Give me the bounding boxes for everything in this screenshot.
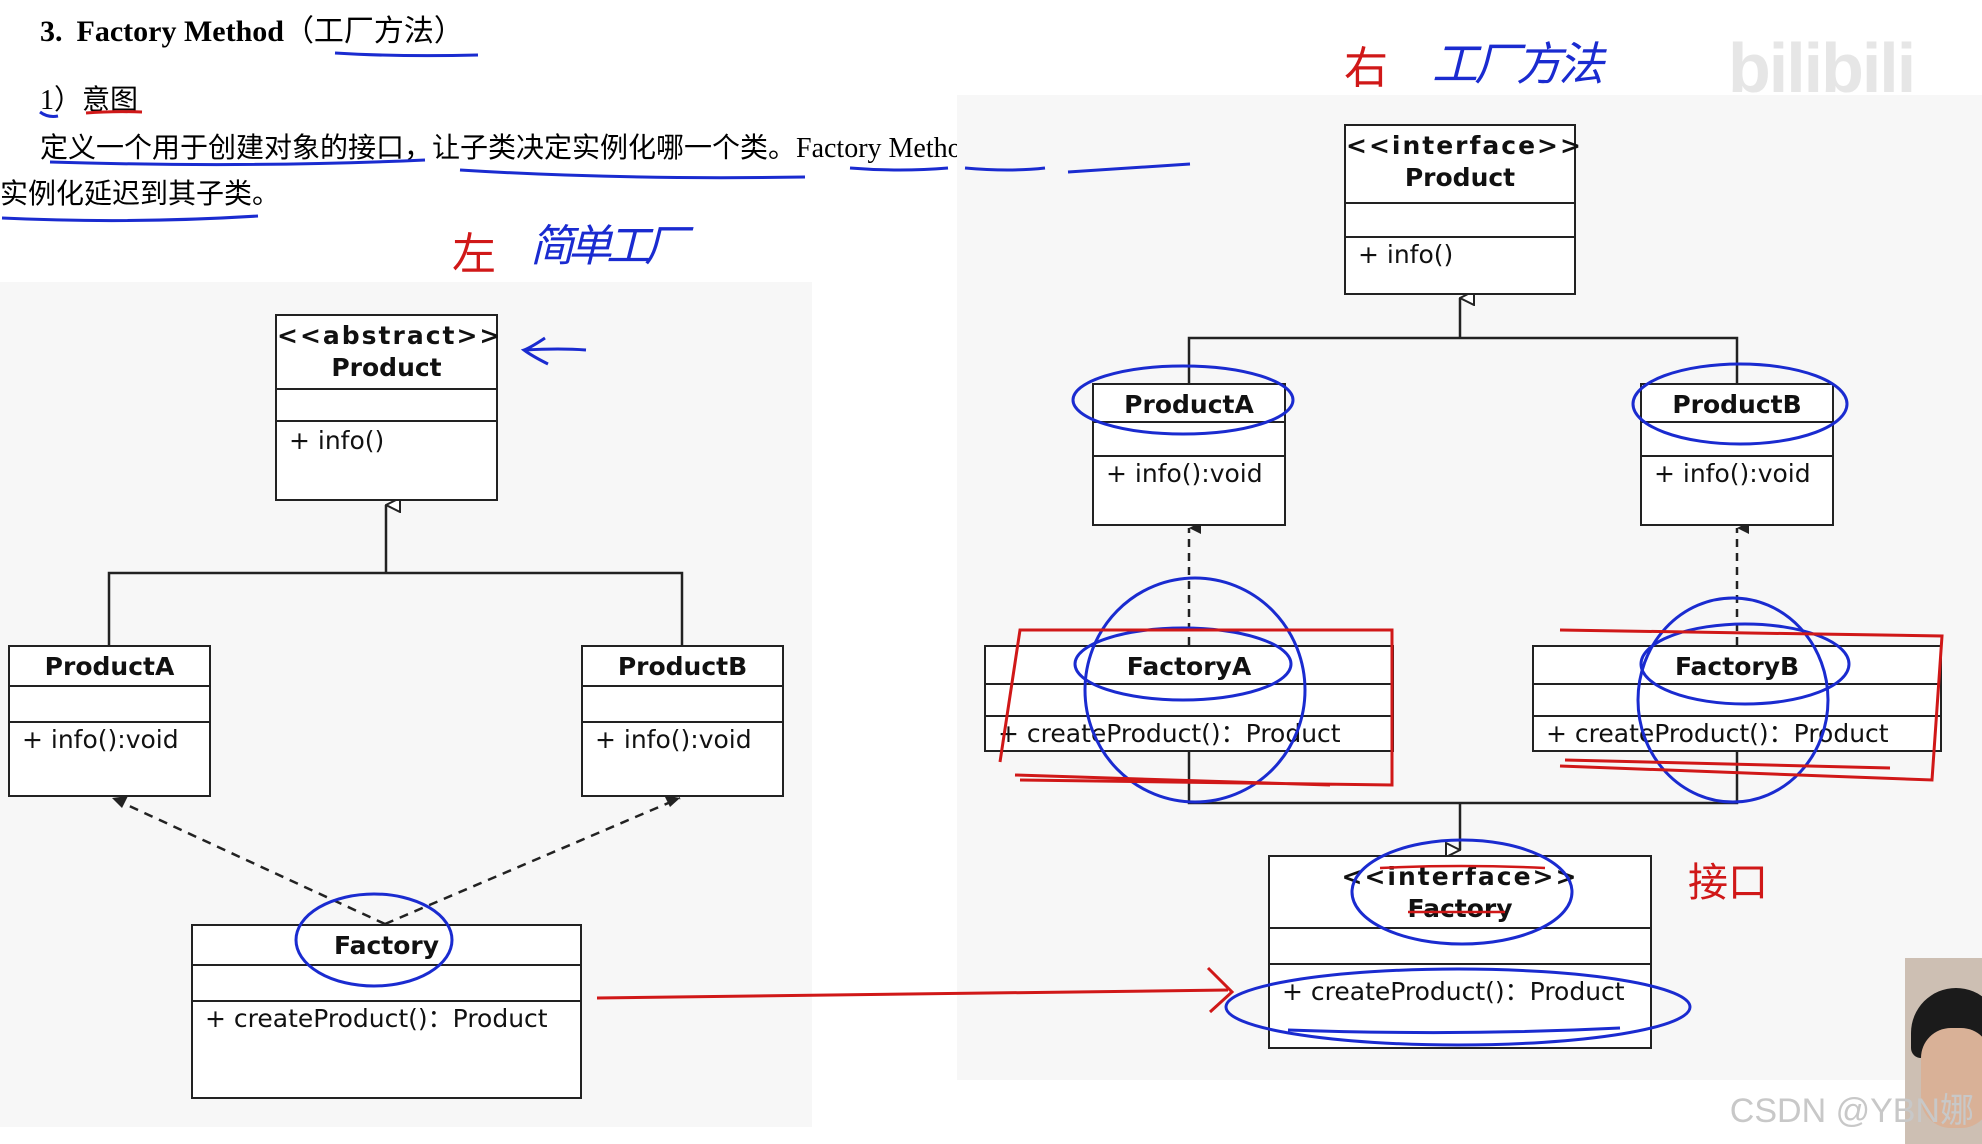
- right-product-name: Product: [1404, 163, 1516, 192]
- left-abstract-product-box: <<abstract>> Product + info(): [275, 314, 503, 501]
- right-factory-b-name: FactoryB: [1674, 652, 1800, 681]
- presenter-camera-overlay: [1905, 958, 1982, 1144]
- note-left-blue: 简单工厂: [530, 221, 688, 272]
- right-factory-b-op: + createProduct()：Product: [1546, 719, 1889, 748]
- right-factory-a-box: FactoryA + createProduct()：Product: [984, 645, 1394, 752]
- section-title-en: Factory Method: [76, 15, 284, 48]
- left-generalization-line: [107, 571, 684, 645]
- note-left-red: 左: [452, 229, 496, 280]
- left-product-op: + info(): [289, 426, 385, 455]
- left-factory-name: Factory: [333, 931, 440, 960]
- left-dependency-b: [384, 796, 681, 926]
- left-product-b-op: + info():void: [595, 725, 752, 754]
- left-dependency-b-head: [664, 795, 680, 807]
- section-heading: 3. Factory Method（工厂方法）: [40, 6, 464, 50]
- note-interface-red: 接口: [1688, 860, 1768, 906]
- right-product-b-box: ProductB + info():void: [1640, 383, 1834, 526]
- left-product-b-box: ProductB + info():void: [581, 645, 784, 797]
- right-factory-a-name: FactoryA: [1126, 652, 1252, 681]
- right-product-generalization-line: [1187, 336, 1739, 383]
- right-product-b-op: + info():void: [1654, 459, 1811, 488]
- right-interface-factory-box: <<interface>> Factory + createProduct()：…: [1268, 855, 1652, 1049]
- left-product-b-name: ProductB: [617, 652, 748, 681]
- left-dependency-a: [111, 796, 386, 926]
- right-factory-op: + createProduct()：Product: [1282, 977, 1625, 1006]
- note-right-red: 右: [1344, 43, 1388, 94]
- right-factory-b-box: FactoryB + createProduct()：Product: [1532, 645, 1942, 752]
- left-product-a-name: ProductA: [44, 652, 175, 681]
- right-product-a-box: ProductA + info():void: [1092, 383, 1286, 526]
- section-title-cn: （工厂方法）: [283, 15, 464, 48]
- left-product-stereotype: <<abstract>>: [277, 321, 503, 350]
- section-number: 3.: [40, 15, 63, 48]
- intent-paragraph-line2: 实例化延迟到其子类。: [0, 179, 281, 210]
- left-dependency-a-head: [112, 796, 128, 808]
- right-factory-name: Factory: [1407, 894, 1513, 923]
- left-product-name: Product: [331, 353, 442, 382]
- right-product-a-name: ProductA: [1124, 390, 1254, 419]
- right-product-stereotype: <<interface>>: [1346, 131, 1583, 160]
- left-product-a-box: ProductA + info():void: [8, 645, 211, 797]
- bilibili-logo: bilibili: [1728, 29, 1916, 107]
- csdn-watermark: CSDN @YBN娜: [1729, 1092, 1974, 1130]
- left-factory-box: Factory + createProduct()：Product: [191, 924, 582, 1099]
- right-product-a-op: + info():void: [1106, 459, 1263, 488]
- right-factory-realization-line: [1187, 752, 1739, 805]
- right-factory-stereotype: <<interface>>: [1341, 862, 1579, 891]
- right-product-op: + info(): [1358, 240, 1454, 269]
- right-factory-a-op: + createProduct()：Product: [998, 719, 1341, 748]
- left-factory-op: + createProduct()：Product: [205, 1004, 548, 1033]
- right-product-b-name: ProductB: [1672, 390, 1802, 419]
- right-interface-product-box: <<interface>> Product + info(): [1344, 124, 1583, 295]
- left-product-a-op: + info():void: [22, 725, 179, 754]
- note-right-blue: 工厂方法: [1432, 37, 1604, 91]
